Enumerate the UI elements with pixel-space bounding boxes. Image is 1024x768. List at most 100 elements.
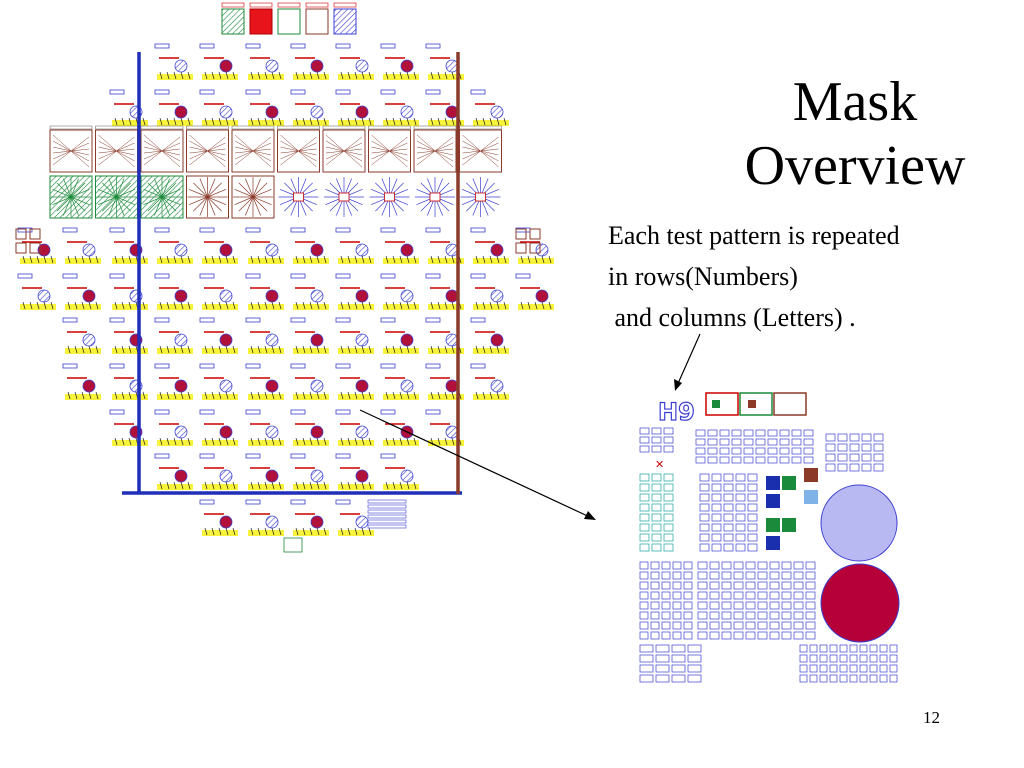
- slide-title: Mask Overview: [700, 70, 1010, 198]
- test-die-cell: [245, 89, 284, 126]
- top-test-square: [221, 8, 245, 35]
- test-die-cell: [109, 273, 148, 310]
- arrow-head-icon: [584, 511, 596, 520]
- test-die-cell: [199, 453, 238, 490]
- test-die-cell: [109, 363, 148, 400]
- test-die-cell: [245, 227, 284, 264]
- x-pattern-square: [140, 125, 184, 173]
- test-die-cell: [17, 227, 56, 264]
- test-die-cell: [425, 43, 464, 80]
- x-pattern-square: [413, 125, 457, 173]
- test-die-cell: [290, 499, 329, 536]
- test-die-cell: [62, 273, 101, 310]
- test-die-cell: [380, 317, 419, 354]
- test-die-cell: [335, 43, 374, 80]
- test-die-cell: [154, 317, 193, 354]
- test-die-cell: [335, 363, 374, 400]
- x-pattern-square: [277, 125, 320, 173]
- test-die-cell: [154, 409, 193, 446]
- test-die-cell: [380, 227, 419, 264]
- test-die-cell: [470, 363, 509, 400]
- test-die-cell: [290, 317, 329, 354]
- test-die-cell: [290, 363, 329, 400]
- test-die-cell: [109, 89, 148, 126]
- top-test-square: [249, 8, 273, 35]
- pad-circle-light: [820, 484, 898, 562]
- star-pattern-square: [324, 177, 364, 217]
- body-line-2: in rows(Numbers): [608, 262, 798, 291]
- test-die-cell: [515, 227, 554, 264]
- x-mark-icon: ✕: [655, 458, 664, 471]
- test-die-cell: [109, 317, 148, 354]
- test-die-cell: [154, 273, 193, 310]
- test-die-cell: [470, 273, 509, 310]
- x-pattern-square: [322, 125, 366, 173]
- test-die-cell: [425, 273, 464, 310]
- test-die-cell: [515, 273, 554, 310]
- star-pattern-square: [278, 177, 319, 217]
- top-test-square: [333, 8, 357, 35]
- test-die-cell: [470, 317, 509, 354]
- test-die-cell: [199, 317, 238, 354]
- test-die-cell: [335, 273, 374, 310]
- die-label: H9: [658, 398, 695, 426]
- slide-body: Each test pattern is repeated in rows(Nu…: [608, 215, 1018, 338]
- test-die-cell: [380, 43, 419, 80]
- test-die-cell: [199, 499, 238, 536]
- top-test-square: [305, 8, 329, 35]
- test-die-cell: [470, 227, 509, 264]
- alignment-marker: [515, 228, 541, 254]
- body-line-3: and columns (Letters) .: [608, 303, 856, 332]
- test-die-cell: [245, 273, 284, 310]
- test-die-cell: [290, 227, 329, 264]
- arrow-to-die: [359, 409, 595, 520]
- test-die-cell: [290, 273, 329, 310]
- test-die-cell: [109, 409, 148, 446]
- test-die-cell: [245, 317, 284, 354]
- test-die-cell: [154, 89, 193, 126]
- star-pattern-square: [49, 175, 93, 219]
- slide-number: 12: [923, 708, 940, 727]
- title-line-2: Overview: [744, 135, 966, 197]
- x-pattern-square: [368, 125, 411, 173]
- arrow-head-icon: [674, 379, 682, 391]
- wafer-map: [15, 2, 554, 553]
- test-die-cell: [245, 363, 284, 400]
- test-die-cell: [470, 89, 509, 126]
- test-die-cell: [199, 409, 238, 446]
- test-die-cell: [109, 227, 148, 264]
- test-die-cell: [154, 453, 193, 490]
- test-die-cell: [335, 227, 374, 264]
- test-die-cell: [290, 43, 329, 80]
- test-die-cell: [154, 363, 193, 400]
- star-pattern-square: [460, 177, 501, 217]
- test-die-cell: [335, 89, 374, 126]
- test-die-cell: [62, 317, 101, 354]
- x-pattern-square: [459, 125, 502, 173]
- test-die-cell: [335, 317, 374, 354]
- test-die-cell: [425, 409, 464, 446]
- test-die-cell: [199, 227, 238, 264]
- test-die-cell: [62, 363, 101, 400]
- top-test-square: [277, 8, 301, 35]
- test-die-cell: [290, 409, 329, 446]
- test-die-cell: [290, 453, 329, 490]
- body-line-1: Each test pattern is repeated: [608, 221, 900, 250]
- test-die-cell: [245, 43, 284, 80]
- test-die-cell: [245, 453, 284, 490]
- star-pattern-square: [369, 177, 410, 217]
- alignment-marker: [15, 228, 41, 254]
- test-die-cell: [425, 317, 464, 354]
- star-pattern-square: [95, 175, 138, 219]
- test-die-cell: [154, 43, 193, 80]
- test-die-cell: [380, 453, 419, 490]
- test-die-cell: [290, 89, 329, 126]
- test-die-cell: [245, 499, 284, 536]
- arrow-from-text: [675, 333, 701, 389]
- star-pattern-square: [140, 175, 184, 219]
- title-line-1: Mask: [792, 71, 918, 133]
- test-die-cell: [380, 363, 419, 400]
- x-pattern-square: [186, 125, 229, 173]
